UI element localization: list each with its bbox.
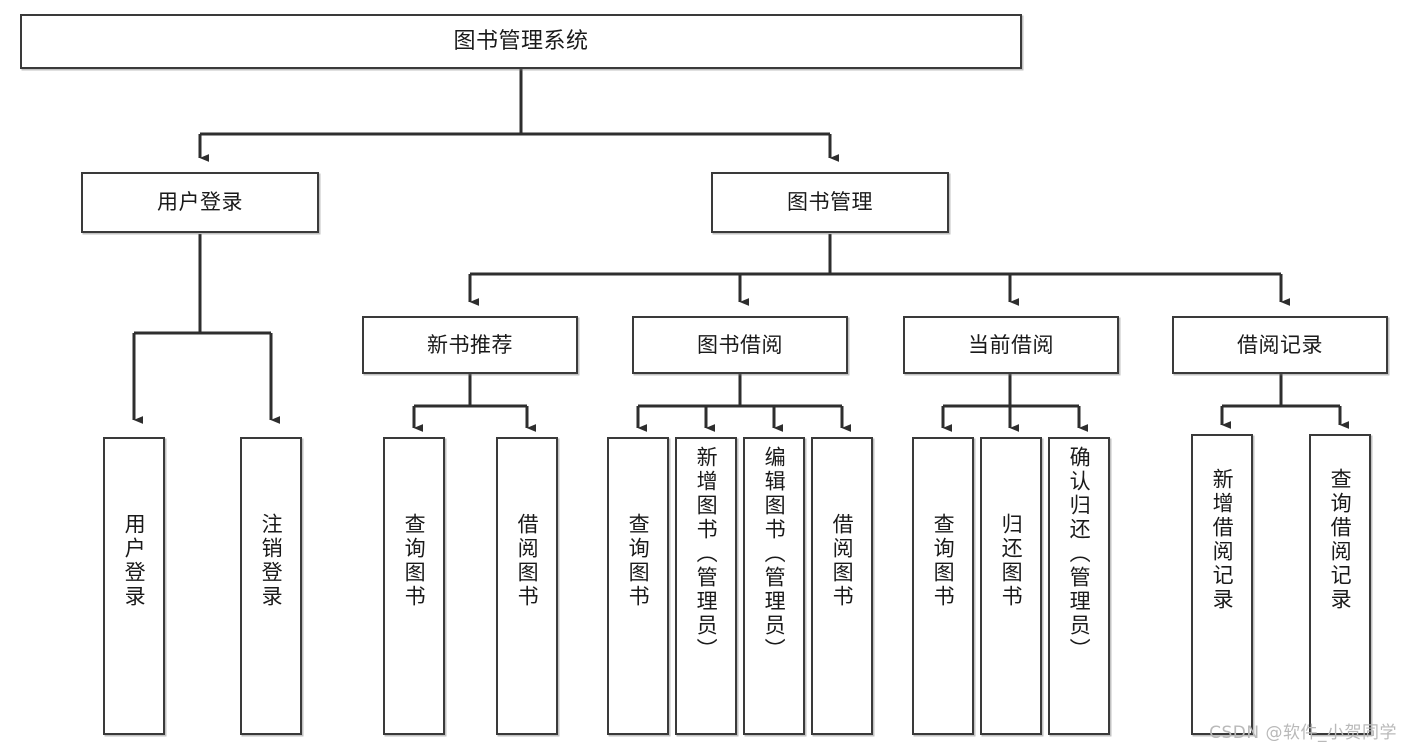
node-label: 用户登录: [157, 190, 243, 215]
node-label: 借阅图书: [515, 513, 540, 609]
node-new-book-recommend[interactable]: 新书推荐: [362, 316, 578, 374]
node-book-borrow[interactable]: 图书借阅: [632, 316, 848, 374]
node-label: 借阅图书: [830, 513, 855, 609]
leaf-book-borrow-edit-book-admin[interactable]: 编辑图书（管理员）: [743, 437, 805, 735]
node-label: 新增图书（管理员）: [694, 446, 719, 662]
leaf-current-borrow-confirm-return-admin[interactable]: 确认归还（管理员）: [1048, 437, 1110, 735]
node-label: 图书管理系统: [453, 28, 589, 54]
node-label: 查询图书: [626, 513, 651, 609]
leaf-new-book-borrow-book[interactable]: 借阅图书: [496, 437, 558, 735]
leaf-borrow-record-add-record[interactable]: 新增借阅记录: [1191, 434, 1253, 735]
node-label: 新书推荐: [427, 332, 513, 357]
leaf-book-borrow-query-book[interactable]: 查询图书: [607, 437, 669, 735]
node-label: 查询借阅记录: [1328, 468, 1353, 612]
leaf-current-borrow-query-book[interactable]: 查询图书: [912, 437, 974, 735]
leaf-user-login-login[interactable]: 用户登录: [103, 437, 165, 735]
node-label: 借阅记录: [1237, 332, 1323, 357]
node-label: 查询图书: [931, 513, 956, 609]
node-label: 图书借阅: [697, 332, 783, 357]
node-current-borrow[interactable]: 当前借阅: [903, 316, 1119, 374]
leaf-current-borrow-return-book[interactable]: 归还图书: [980, 437, 1042, 735]
leaf-book-borrow-borrow-book[interactable]: 借阅图书: [811, 437, 873, 735]
node-label: 新增借阅记录: [1210, 468, 1235, 612]
leaf-new-book-query-book[interactable]: 查询图书: [383, 437, 445, 735]
watermark-text: CSDN @软件_小贺同学: [1209, 723, 1397, 743]
node-label: 查询图书: [402, 513, 427, 609]
node-label: 确认归还（管理员）: [1067, 446, 1092, 662]
node-label: 编辑图书（管理员）: [762, 446, 787, 662]
node-root-book-management-system[interactable]: 图书管理系统: [20, 14, 1022, 69]
leaf-book-borrow-add-book-admin[interactable]: 新增图书（管理员）: [675, 437, 737, 735]
leaf-user-login-logout[interactable]: 注销登录: [240, 437, 302, 735]
node-user-login[interactable]: 用户登录: [81, 172, 319, 233]
node-label: 图书管理: [787, 190, 873, 215]
node-label: 归还图书: [999, 513, 1024, 609]
node-label: 当前借阅: [968, 332, 1054, 357]
leaf-borrow-record-query-record[interactable]: 查询借阅记录: [1309, 434, 1371, 735]
node-label: 用户登录: [122, 513, 147, 609]
node-label: 注销登录: [259, 513, 284, 609]
node-book-management[interactable]: 图书管理: [711, 172, 949, 233]
node-borrow-record[interactable]: 借阅记录: [1172, 316, 1388, 374]
